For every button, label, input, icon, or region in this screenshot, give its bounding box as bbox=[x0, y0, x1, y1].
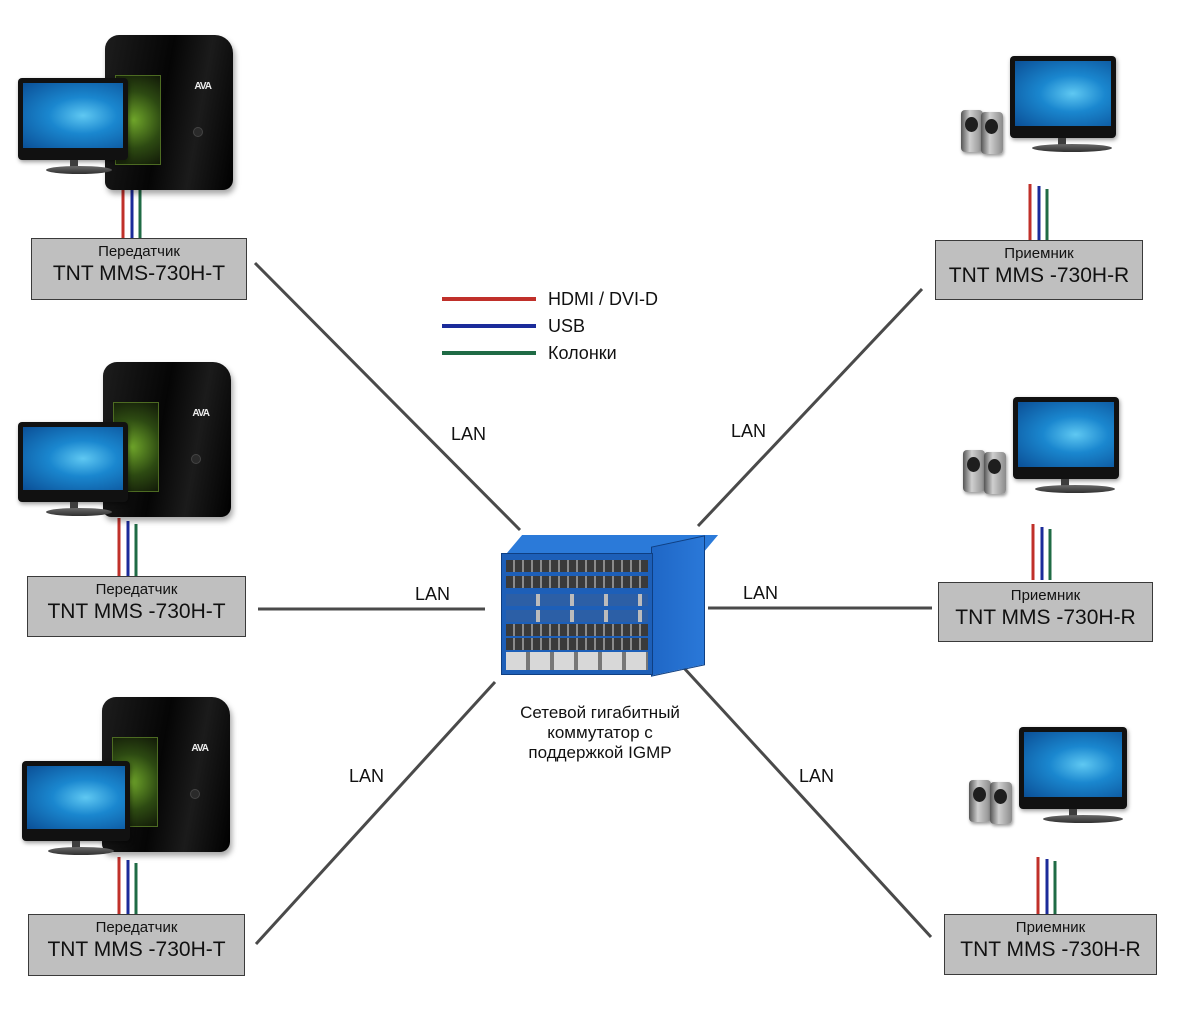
receiver-role: Приемник bbox=[1004, 245, 1074, 262]
legend-swatch-usb bbox=[442, 324, 536, 328]
transmitter-model: TNT MMS-730H-T bbox=[52, 262, 226, 285]
lan-line-tx3 bbox=[254, 680, 497, 946]
receiver-model: TNT MMS -730H-R bbox=[955, 606, 1136, 629]
lan-label-tx1: LAN bbox=[451, 424, 487, 444]
speaker-icon bbox=[984, 452, 1006, 494]
pc-logo: AVA bbox=[194, 81, 212, 92]
switch-caption-line: Сетевой гигабитный bbox=[520, 703, 680, 722]
transmitter-box-1: Передатчик TNT MMS-730H-T bbox=[31, 238, 247, 300]
cable-stub-rx1 bbox=[1028, 184, 1049, 240]
lan-label-rx1: LAN bbox=[731, 421, 767, 441]
legend-label: HDMI / DVI-D bbox=[548, 289, 658, 309]
transmitter-role: Передатчик bbox=[95, 581, 178, 598]
speaker-icon bbox=[961, 110, 983, 152]
legend-label: Колонки bbox=[548, 343, 617, 363]
lan-line-tx1 bbox=[253, 261, 522, 532]
cable-stub-tx3 bbox=[117, 857, 138, 914]
network-switch-icon bbox=[493, 535, 719, 677]
speaker-icon bbox=[990, 782, 1012, 824]
lan-label-tx3: LAN bbox=[349, 766, 385, 786]
legend-swatch-hdmi bbox=[442, 297, 536, 301]
pc-logo: AVA bbox=[191, 743, 209, 754]
pc-power-button-icon bbox=[191, 454, 201, 464]
receiver-role: Приемник bbox=[1010, 587, 1081, 604]
receiver-model: TNT MMS -730H-R bbox=[948, 264, 1130, 287]
receiver-box-1: Приемник TNT MMS -730H-R bbox=[935, 240, 1143, 300]
legend-item-hdmi: HDMI / DVI-D bbox=[440, 288, 700, 310]
transmitter-box-2: Передатчик TNT MMS -730H-T bbox=[27, 576, 246, 637]
pc-power-button-icon bbox=[190, 789, 200, 799]
receiver-box-3: Приемник TNT MMS -730H-R bbox=[944, 914, 1157, 975]
cable-stub-rx2 bbox=[1031, 524, 1052, 580]
transmitter-role: Передатчик bbox=[98, 243, 180, 260]
speaker-icon bbox=[963, 450, 985, 492]
receiver-box-2: Приемник TNT MMS -730H-R bbox=[938, 582, 1153, 642]
switch-caption-line: коммутатор с bbox=[547, 723, 653, 742]
legend-label: USB bbox=[548, 316, 586, 336]
speaker-icon bbox=[969, 780, 991, 822]
transmitter-role: Передатчик bbox=[95, 919, 178, 936]
receiver-model: TNT MMS -730H-R bbox=[960, 938, 1141, 961]
switch-caption: Сетевой гигабитный коммутатор с поддержк… bbox=[490, 703, 710, 763]
pc-logo: AVA bbox=[192, 408, 210, 419]
lan-label-rx3: LAN bbox=[799, 766, 835, 786]
speaker-icon bbox=[981, 112, 1003, 154]
transmitter-model: TNT MMS -730H-T bbox=[47, 938, 226, 961]
cable-stub-tx1 bbox=[121, 182, 142, 238]
legend-item-speakers: Колонки bbox=[440, 342, 700, 364]
transmitter-model: TNT MMS -730H-T bbox=[47, 600, 226, 623]
lan-line-rx1 bbox=[696, 287, 924, 528]
cable-stub-rx3 bbox=[1036, 857, 1057, 914]
switch-caption-line: поддержкой IGMP bbox=[528, 743, 672, 762]
legend-swatch-speakers bbox=[442, 351, 536, 355]
receiver-role: Приемник bbox=[1015, 919, 1086, 936]
transmitter-box-3: Передатчик TNT MMS -730H-T bbox=[28, 914, 245, 976]
lan-label-rx2: LAN bbox=[743, 583, 779, 603]
lan-line-rx3 bbox=[682, 666, 933, 939]
lan-label-tx2: LAN bbox=[415, 584, 451, 604]
cable-stub-tx2 bbox=[117, 518, 138, 576]
pc-power-button-icon bbox=[193, 127, 203, 137]
legend-item-usb: USB bbox=[440, 315, 700, 337]
